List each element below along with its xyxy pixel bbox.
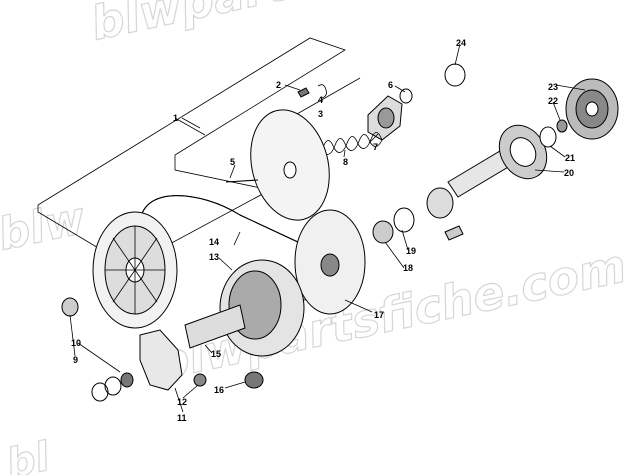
ring-part-6 <box>399 88 413 104</box>
callout-19: 19 <box>406 246 416 256</box>
ring-part-19 <box>393 207 415 233</box>
callout-7: 7 <box>373 142 378 152</box>
callout-1: 1 <box>173 113 178 123</box>
callout-3: 3 <box>318 109 323 119</box>
callout-16: 16 <box>214 385 224 395</box>
moveable-sheave-part <box>250 109 330 221</box>
washer-part-22 <box>556 119 568 133</box>
drive-clutch-assembly-part <box>184 259 305 357</box>
callout-8: 8 <box>343 157 348 167</box>
callout-9: 9 <box>73 355 78 365</box>
watermark-left: blw <box>0 193 90 261</box>
callout-17: 17 <box>374 310 384 320</box>
cam-part <box>367 95 403 141</box>
bearing-part-18 <box>372 220 394 244</box>
driven-sheave-part <box>92 211 178 329</box>
callout-21: 21 <box>565 153 575 163</box>
bolt-part <box>444 225 464 241</box>
roller-part-12 <box>193 373 207 387</box>
callout-12: 12 <box>177 397 187 407</box>
callout-13: 13 <box>209 252 219 262</box>
callout-22: 22 <box>548 96 558 106</box>
spider-assembly-part <box>565 78 619 140</box>
watermark-bottom: bl <box>3 434 55 475</box>
callout-14: 14 <box>209 237 219 247</box>
callout-labels: 1 2 3 4 5 6 7 8 9 10 11 12 13 14 15 16 1… <box>71 38 575 423</box>
plug-part-9 <box>61 297 79 317</box>
callout-4: 4 <box>318 95 323 105</box>
bushing-part <box>426 187 454 219</box>
callout-2: 2 <box>276 80 281 90</box>
assembly-bracket <box>37 37 361 261</box>
callout-18: 18 <box>403 263 413 273</box>
washer-part <box>104 376 122 396</box>
callout-24: 24 <box>456 38 466 48</box>
spring-part <box>321 132 383 155</box>
pin-part-5 <box>225 179 259 183</box>
drive-shaft-part <box>447 124 548 198</box>
fixed-sheave-part <box>294 209 366 315</box>
callout-10: 10 <box>71 338 81 348</box>
ring-part-21 <box>539 126 557 148</box>
callout-6: 6 <box>388 80 393 90</box>
nut-part-16 <box>244 371 264 389</box>
callout-20: 20 <box>564 168 574 178</box>
callout-11: 11 <box>177 413 187 423</box>
watermark-top: blwpartsfiche <box>86 0 444 51</box>
ring-part <box>91 382 109 402</box>
nut-part-10 <box>120 372 134 388</box>
callout-5: 5 <box>230 157 235 167</box>
callout-23: 23 <box>548 82 558 92</box>
spring-clip-part-4 <box>317 84 327 99</box>
callout-15: 15 <box>211 349 221 359</box>
bolt-part-2 <box>297 87 310 98</box>
ring-part-24 <box>444 63 466 87</box>
leader-lines <box>69 43 586 413</box>
spider-part-11 <box>139 329 183 391</box>
